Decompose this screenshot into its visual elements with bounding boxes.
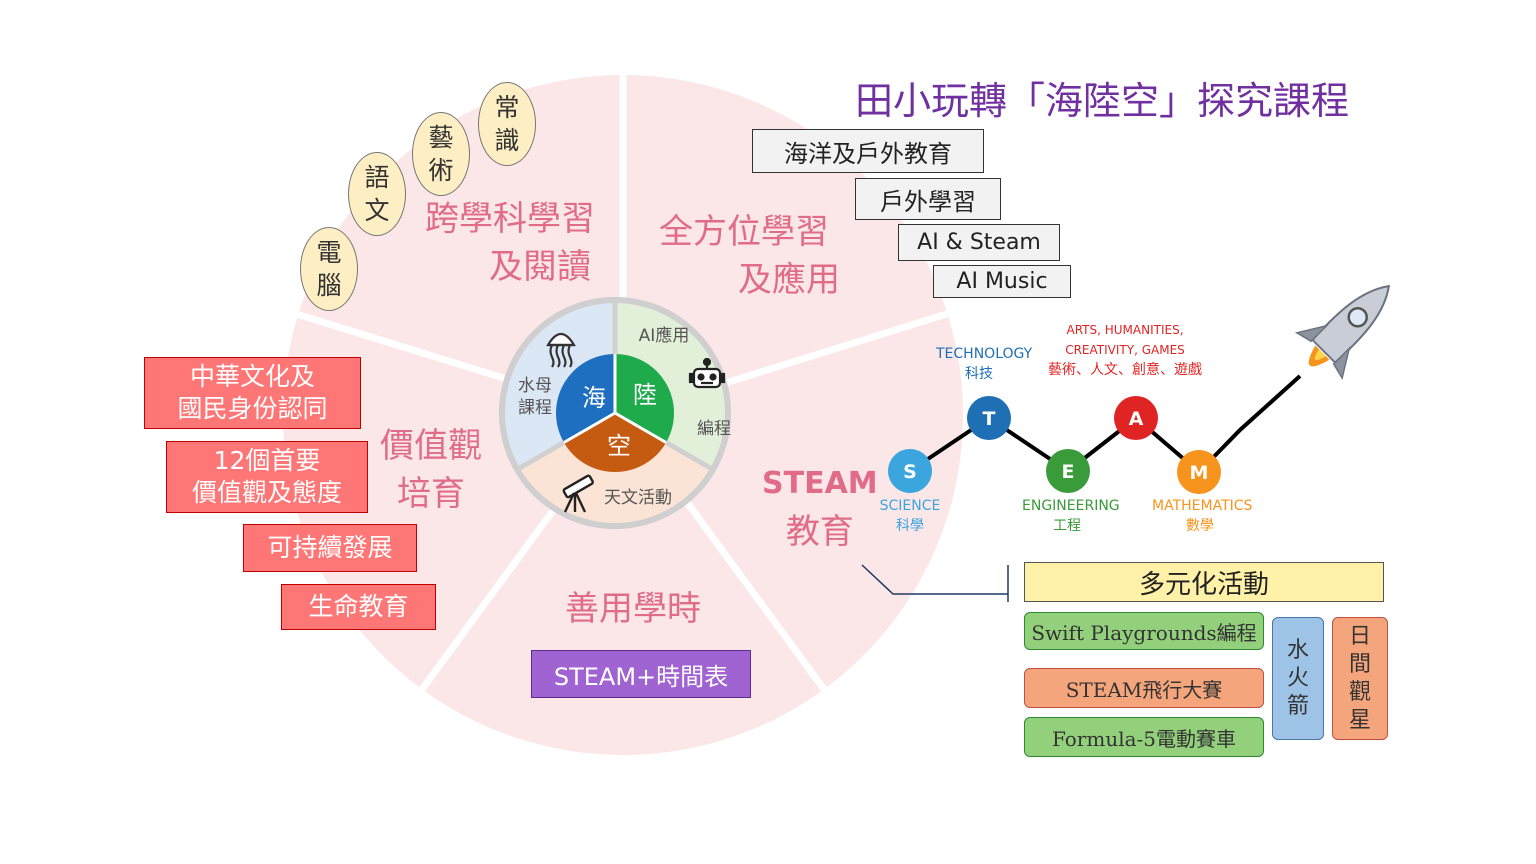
steam-letter-a: A xyxy=(1129,408,1144,430)
hub-air-label: 空 xyxy=(607,432,631,460)
steam-nodes xyxy=(888,396,1221,494)
all-round-item: 戶外學習 xyxy=(855,178,1001,220)
hub-sea-label: 海 xyxy=(582,384,606,412)
steam-caption-zh: 工程 xyxy=(1053,518,1081,534)
activity-char: 觀 xyxy=(1348,679,1371,705)
activity-swift: Swift Playgrounds編程 xyxy=(1024,612,1264,650)
segment-values-line2: 培育 xyxy=(397,474,465,514)
segment-steam-line1: STEAM xyxy=(762,466,878,501)
all-round-item: 海洋及戶外教育 xyxy=(752,129,984,173)
segment-time: 善用學時 xyxy=(565,589,701,629)
activity-char: 日 xyxy=(1348,623,1371,649)
subject-char: 常 xyxy=(494,93,520,122)
rocket-icon xyxy=(1294,284,1391,381)
subject-char: 電 xyxy=(316,238,342,267)
segment-cross-subject: 跨學科學習 及閱讀 xyxy=(425,195,595,291)
segment-all-round: 全方位學習 及應用 xyxy=(648,208,840,304)
steam-caption-e: ENGINEERING 工程 xyxy=(1022,496,1120,536)
telescope-icon xyxy=(562,474,594,513)
subject-char: 識 xyxy=(494,126,520,155)
steam-caption-m: MATHEMATICS 數學 xyxy=(1152,496,1253,536)
activities-header: 多元化活動 xyxy=(1024,562,1384,602)
ring-coding-label: 編程 xyxy=(697,419,731,439)
all-round-item: AI & Steam xyxy=(898,224,1060,261)
timetable-box: STEAM+時間表 xyxy=(531,650,751,698)
values-item-line1: 生命教育 xyxy=(308,592,409,621)
activity-steam-flight: STEAM飛行大賽 xyxy=(1024,668,1264,708)
values-item: 中華文化及 國民身份認同 xyxy=(144,357,361,429)
activity-char: 箭 xyxy=(1286,693,1309,719)
subject-char: 腦 xyxy=(316,271,342,300)
activity-char: 星 xyxy=(1348,707,1371,733)
steam-letter-m: M xyxy=(1190,462,1209,484)
activity-formula5: Formula-5電動賽車 xyxy=(1024,717,1264,757)
subject-computer: 電腦 xyxy=(300,227,358,311)
jellyfish-icon xyxy=(546,332,576,368)
steam-caption-en: ENGINEERING xyxy=(1022,498,1120,514)
all-round-item: AI Music xyxy=(933,265,1071,298)
subject-char: 術 xyxy=(428,156,454,185)
segment-steam: STEAM 教育 xyxy=(762,460,878,556)
hub-land-label: 陸 xyxy=(633,381,657,409)
activity-daytime-stargazing: 日 間 觀 星 xyxy=(1332,617,1388,740)
subject-char: 語 xyxy=(364,163,390,192)
page-title: 田小玩轉「海陸空」探究課程 xyxy=(855,79,1350,123)
steam-caption-a: ARTS, HUMANITIES, CREATIVITY, GAMES 藝術、人… xyxy=(1025,320,1225,380)
subject-general-studies: 常識 xyxy=(478,82,536,166)
steam-node-s xyxy=(888,449,932,493)
subject-language: 語文 xyxy=(348,152,406,236)
segment-all-round-line2: 及應用 xyxy=(738,260,840,300)
segment-cross-subject-line1: 跨學科學習 xyxy=(425,199,595,239)
activity-water-rocket: 水 火 箭 xyxy=(1272,617,1324,740)
steam-letter-t: T xyxy=(983,408,996,430)
steam-caption-en: MATHEMATICS xyxy=(1152,498,1253,514)
ring-jellyfish-label: 水母 課程 xyxy=(508,375,562,419)
segment-values-line1: 價值觀 xyxy=(380,426,482,466)
ring-ai-label: AI應用 xyxy=(638,326,690,346)
steam-node-t xyxy=(967,396,1011,440)
steam-caption-en: TECHNOLOGY xyxy=(936,346,1033,362)
steam-letter-e: E xyxy=(1062,461,1075,483)
subject-arts: 藝術 xyxy=(412,112,470,196)
values-item-line1: 中華文化及 xyxy=(189,362,315,391)
ring-jellyfish-line2: 課程 xyxy=(518,398,552,418)
steam-caption-en: ARTS, HUMANITIES, CREATIVITY, GAMES xyxy=(1065,323,1185,357)
segment-steam-line2: 教育 xyxy=(785,512,854,552)
steam-node-m xyxy=(1177,450,1221,494)
robot-icon xyxy=(688,357,726,389)
values-item-line2: 價值觀及態度 xyxy=(191,478,342,507)
steam-caption-en: SCIENCE xyxy=(879,498,941,514)
activity-char: 間 xyxy=(1348,651,1371,677)
activity-char: 火 xyxy=(1286,665,1309,691)
steam-node-a xyxy=(1114,396,1158,440)
steam-caption-zh: 數學 xyxy=(1186,518,1214,534)
wheel-dividers xyxy=(288,70,955,695)
values-item: 12個首要 價值觀及態度 xyxy=(166,441,368,513)
segment-values: 價值觀 培育 xyxy=(380,422,482,518)
steam-caption-s: SCIENCE 科學 xyxy=(878,496,942,536)
values-item-line1: 可持續發展 xyxy=(267,533,393,562)
activity-char: 水 xyxy=(1286,637,1309,663)
steam-caption-zh: 科技 xyxy=(965,366,993,382)
activities-connector xyxy=(861,564,1008,595)
values-item-line1: 12個首要 xyxy=(213,446,321,475)
values-item-line2: 國民身份認同 xyxy=(177,394,328,423)
steam-caption-t: TECHNOLOGY 科技 xyxy=(936,344,1033,384)
ring-jellyfish-line1: 水母 xyxy=(518,376,552,396)
steam-caption-zh: 藝術、人文、創意、遊戲 xyxy=(1048,362,1202,378)
steam-letter-s: S xyxy=(903,461,917,483)
values-item: 可持續發展 xyxy=(243,524,417,572)
values-item: 生命教育 xyxy=(281,584,436,630)
segment-cross-subject-line2: 及閱讀 xyxy=(489,247,591,287)
subject-char: 藝 xyxy=(428,123,454,152)
segment-all-round-line1: 全方位學習 xyxy=(659,212,829,252)
subject-char: 文 xyxy=(364,196,390,225)
steam-node-e xyxy=(1046,449,1090,493)
ring-astro-label: 天文活動 xyxy=(604,488,672,508)
steam-caption-zh: 科學 xyxy=(896,518,924,534)
